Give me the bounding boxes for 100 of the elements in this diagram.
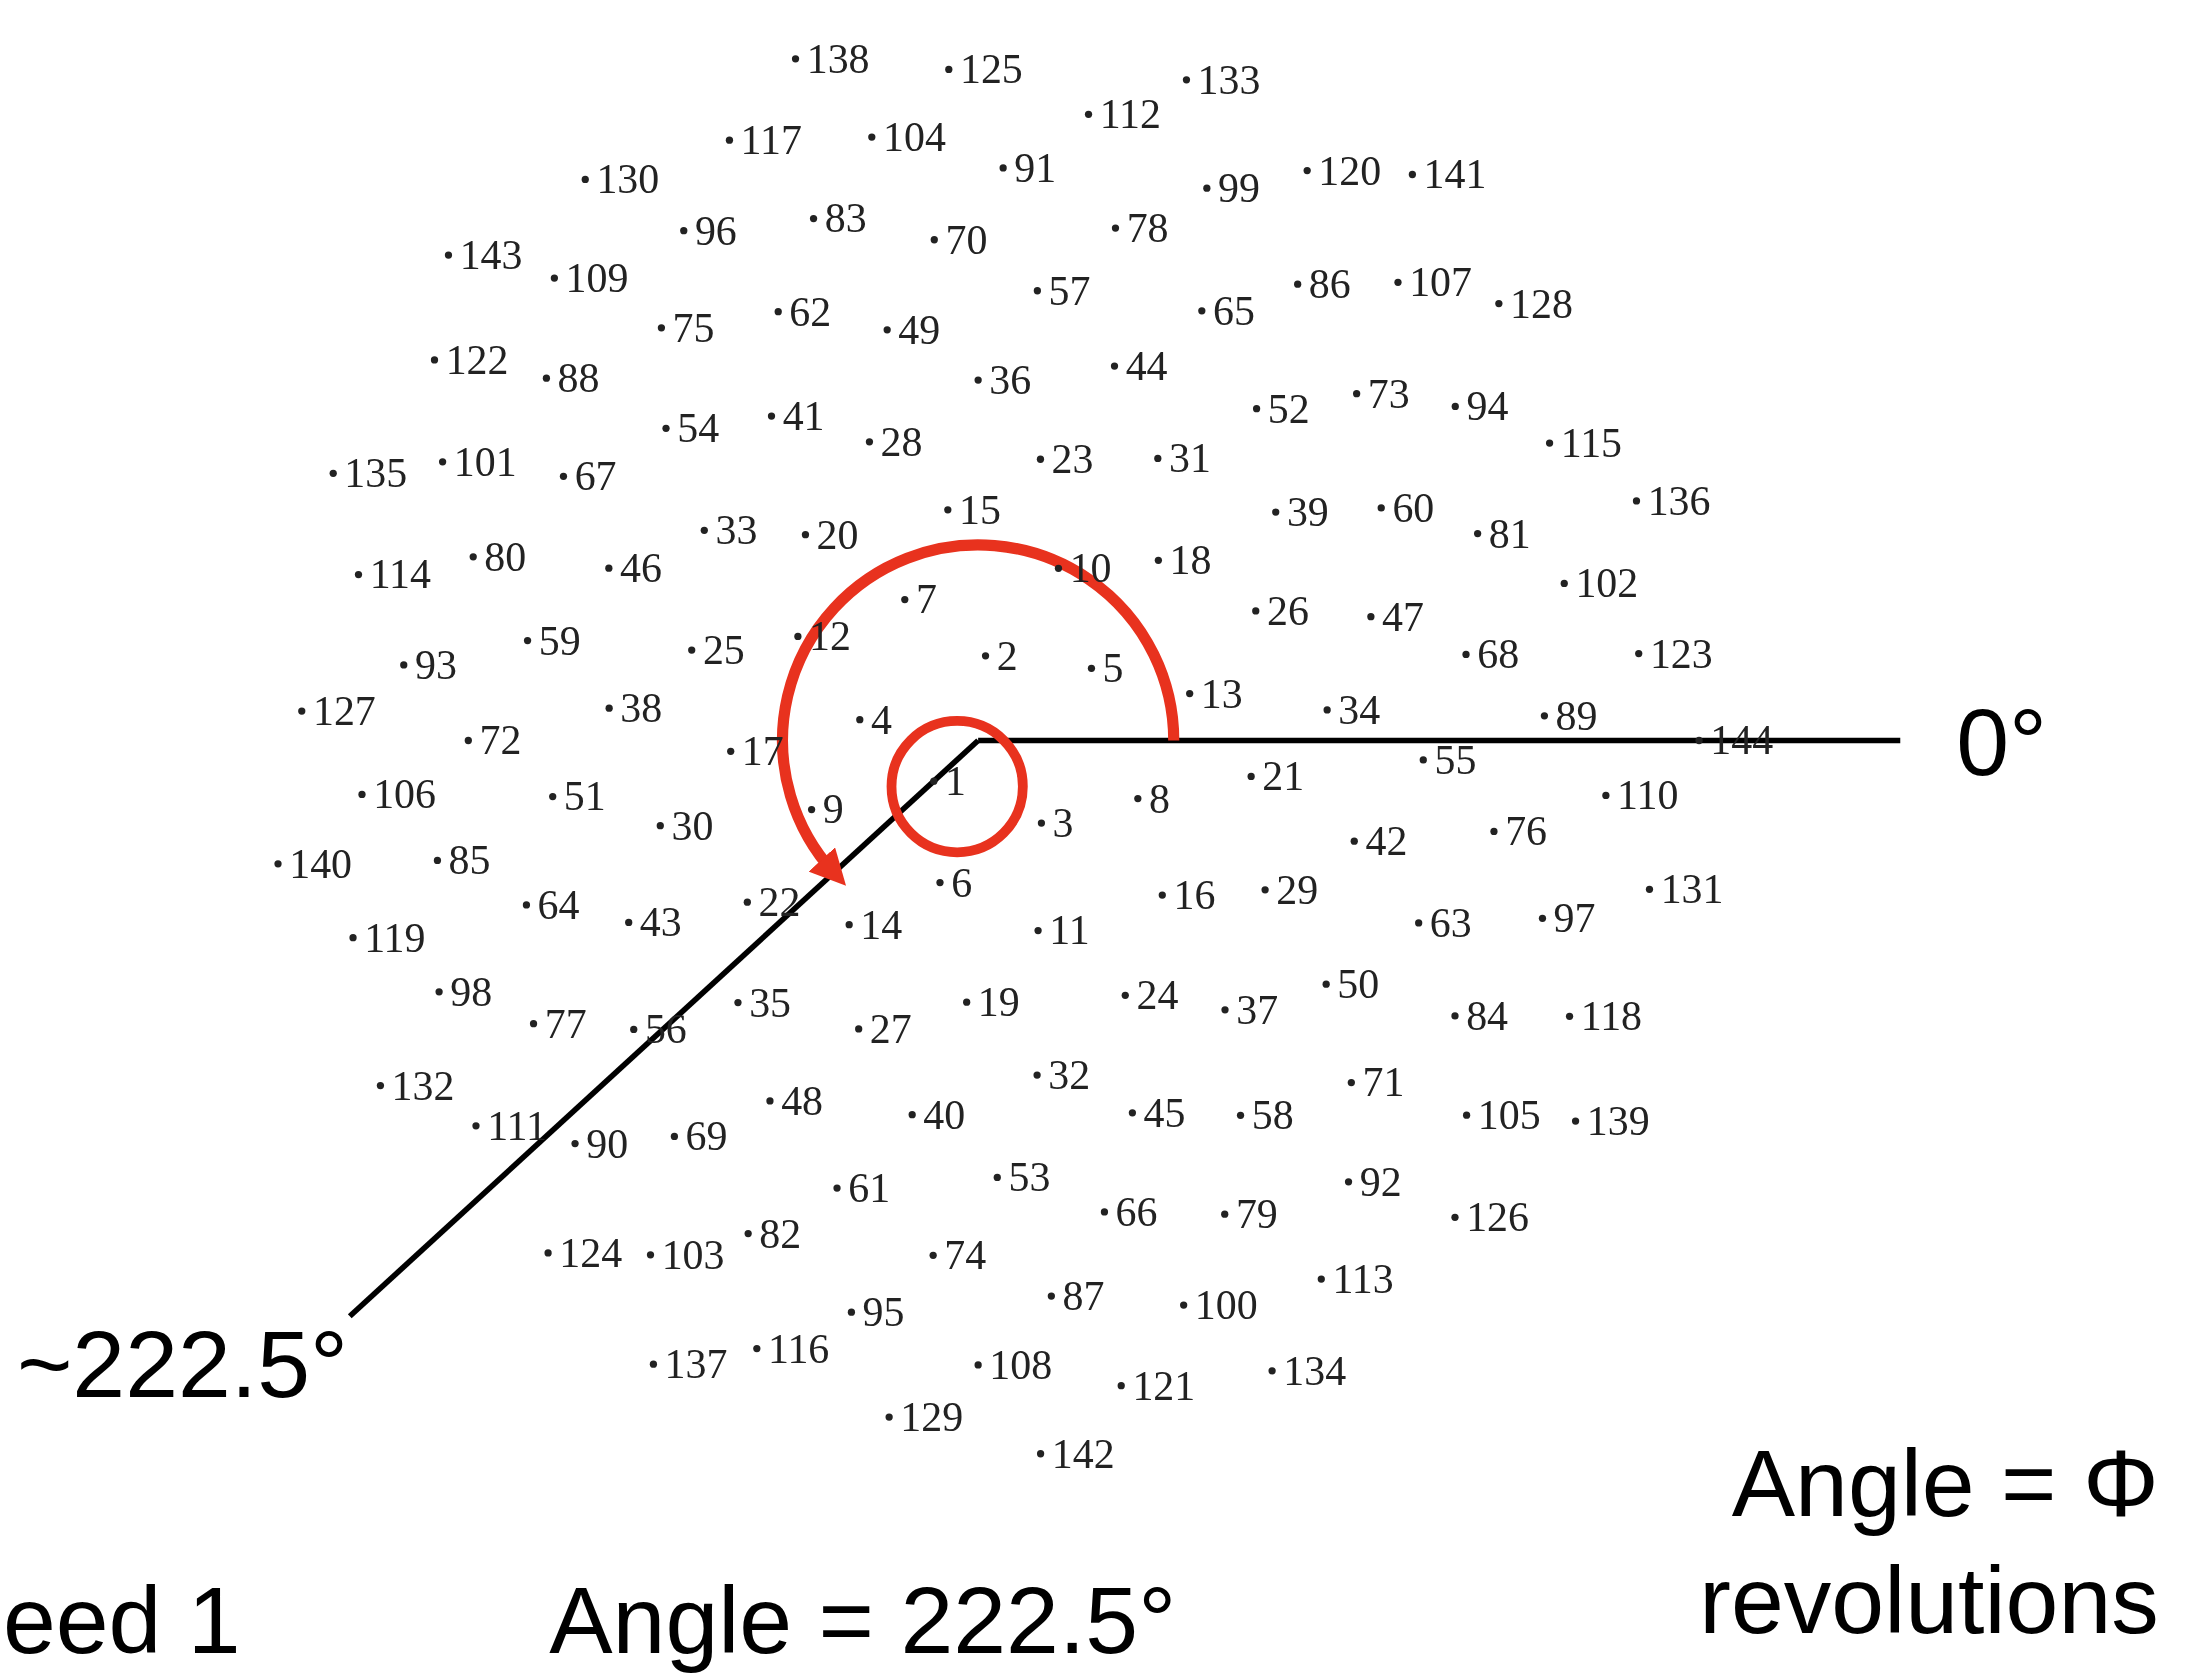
seed-number: 16: [1173, 872, 1216, 918]
seed-number: 41: [782, 393, 825, 440]
seed-number: 24: [1136, 972, 1179, 1019]
seed-number: 91: [1014, 144, 1057, 191]
seed-number: 104: [883, 114, 946, 161]
seed-number: 52: [1267, 385, 1310, 432]
seed-number: 50: [1337, 961, 1380, 1008]
seed-number: 38: [620, 685, 663, 732]
seed-number: 84: [1466, 992, 1509, 1039]
seed-number: 108: [989, 1341, 1053, 1388]
seed-number: 115: [1560, 420, 1623, 466]
seed-number: 97: [1553, 895, 1596, 942]
seed-number: 46: [620, 545, 662, 592]
seed-number: 1: [945, 758, 966, 805]
seed-number: 135: [344, 450, 408, 497]
seed-number: 125: [959, 46, 1023, 93]
seed-number: 81: [1488, 510, 1531, 557]
seed-number: 116: [768, 1325, 830, 1372]
seed-number: 80: [484, 533, 527, 580]
seed-number: 63: [1429, 899, 1472, 946]
seed-number: 48: [781, 1077, 824, 1124]
seed-number: 40: [923, 1091, 966, 1138]
seed-number: 3: [1052, 800, 1074, 847]
seed-number: 130: [596, 156, 660, 203]
seed-number: 72: [479, 717, 522, 764]
seed-number: 119: [364, 914, 426, 961]
seed-number: 100: [1194, 1282, 1258, 1329]
seed-number: 42: [1365, 818, 1408, 865]
seed-number: 37: [1236, 986, 1279, 1033]
seed-number: 43: [639, 899, 682, 946]
seed-number: 19: [977, 979, 1020, 1026]
seed-number: 49: [898, 306, 941, 353]
seed-number: 11: [1049, 907, 1090, 954]
seed-number: 123: [1649, 630, 1713, 677]
seed-number: 88: [557, 355, 600, 402]
seed-number: 44: [1125, 343, 1168, 390]
seed-number: 61: [848, 1165, 891, 1211]
seed-number: 128: [1510, 280, 1573, 327]
seed-number: 59: [538, 617, 581, 664]
seed-number: 13: [1200, 670, 1243, 717]
seed-number: 132: [391, 1062, 455, 1109]
seed-number: 83: [824, 195, 867, 242]
seed-number: 134: [1283, 1347, 1347, 1394]
seed-number: 71: [1362, 1059, 1405, 1106]
seed-number: 47: [1382, 593, 1424, 640]
seed-number: 68: [1477, 631, 1520, 678]
formula-label: Angle = 222.5°: [549, 1566, 1177, 1673]
seed-number: 34: [1338, 686, 1381, 733]
seed-number: 106: [373, 771, 436, 818]
seed-number: 129: [900, 1394, 964, 1440]
seed-number: 22: [758, 879, 801, 926]
seed-number: 76: [1505, 808, 1548, 855]
seed-number: 6: [951, 859, 973, 906]
seed-number: 92: [1359, 1158, 1402, 1205]
seed-number: 117: [740, 117, 802, 164]
seed-number: 27: [869, 1005, 912, 1052]
seed-number: 113: [1332, 1256, 1394, 1303]
seed-number: 74: [944, 1232, 987, 1279]
seed-number: 45: [1143, 1089, 1186, 1136]
seed-number: 29: [1276, 866, 1319, 913]
seed-number: 114: [369, 551, 431, 598]
seed-number: 120: [1318, 147, 1382, 194]
seed-number: 127: [312, 688, 376, 734]
seed-number: 60: [1392, 484, 1435, 531]
seed-number: 28: [880, 418, 923, 465]
seed-number: 118: [1580, 993, 1643, 1040]
seed-number: 101: [453, 438, 517, 485]
seed-number: 136: [1647, 477, 1711, 524]
seed-number: 96: [694, 207, 737, 254]
seed-number: 140: [289, 840, 353, 887]
seed-number: 21: [1262, 753, 1305, 800]
seed-number: 55: [1434, 736, 1477, 783]
seed-number: 107: [1409, 259, 1472, 306]
seed-number: 4: [870, 696, 892, 743]
seed-number: 62: [789, 288, 832, 335]
angle-label: 0°: [1956, 689, 2047, 796]
seed-number: 33: [715, 507, 758, 554]
seed-number: 25: [702, 627, 745, 674]
seed-number: 26: [1266, 587, 1309, 634]
seed-number: 53: [1008, 1154, 1051, 1201]
seed-number: 18: [1169, 537, 1212, 584]
seed-number: 58: [1251, 1092, 1294, 1139]
seed-number: 131: [1660, 866, 1724, 913]
seed-number: 23: [1051, 436, 1094, 483]
seed-number: 15: [959, 486, 1001, 533]
seed-number: 39: [1286, 489, 1329, 536]
seed-number: 54: [677, 405, 720, 452]
seed-number: 79: [1235, 1191, 1278, 1238]
seed-number: 124: [559, 1229, 623, 1276]
seed-number: 73: [1367, 370, 1410, 417]
seed-number: 98: [450, 968, 493, 1015]
seed-number: 2: [996, 632, 1018, 679]
seed-number: 99: [1218, 165, 1260, 212]
seed-number: 141: [1423, 151, 1487, 198]
seed-number: 85: [448, 837, 491, 884]
seed-number: 78: [1126, 205, 1169, 251]
seed-number: 69: [685, 1113, 728, 1160]
seed-number: 95: [862, 1289, 905, 1336]
seed-number: 94: [1466, 383, 1509, 430]
seed-number: 122: [445, 336, 509, 383]
